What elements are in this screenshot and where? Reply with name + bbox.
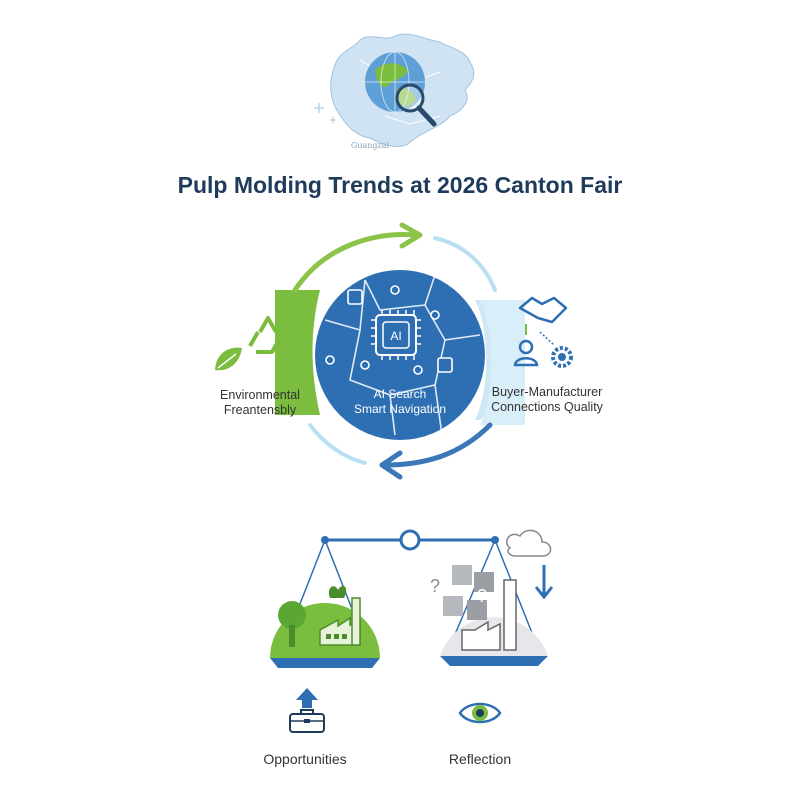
green-arrow-arc [292, 232, 418, 293]
environmental-label: Environmental Freantensbly [220, 388, 300, 417]
globe-map-illustration [314, 33, 475, 147]
svg-text:?: ? [477, 586, 487, 606]
ai-chip-text: AI [390, 329, 401, 343]
opportunities-label: Opportunities [263, 751, 347, 767]
cycle-diagram: AI [215, 222, 573, 480]
gear-icon [551, 346, 573, 368]
page-title: Pulp Molding Trends at 2026 Canton Fair [177, 172, 623, 198]
leaf-icon [215, 347, 242, 371]
eye-icon [458, 702, 502, 724]
ai-search-label: AI Search Smart Navigation [353, 387, 447, 416]
briefcase-arrow-icon [289, 688, 325, 733]
green-band [275, 290, 320, 415]
reflection-label: Reflection [448, 751, 512, 767]
buyer-manufacturer-label: Buyer-Manufacturer Connections Quality [491, 385, 603, 414]
person-icon [513, 339, 539, 367]
ai-chip-icon: AI [371, 310, 421, 360]
scale-pivot [399, 529, 421, 551]
svg-text:?: ? [430, 576, 440, 596]
magnifier-icon [395, 83, 437, 127]
polluting-factory-icon: ? ? [430, 529, 554, 656]
globe-icon [365, 51, 425, 113]
balance-scale: ? ? [270, 529, 554, 668]
green-factory-icon [270, 585, 380, 658]
blue-arrow-arc [382, 422, 493, 468]
recycle-icon [248, 316, 282, 354]
map-caption: Guangzai [350, 141, 390, 150]
handshake-icon [518, 296, 568, 324]
